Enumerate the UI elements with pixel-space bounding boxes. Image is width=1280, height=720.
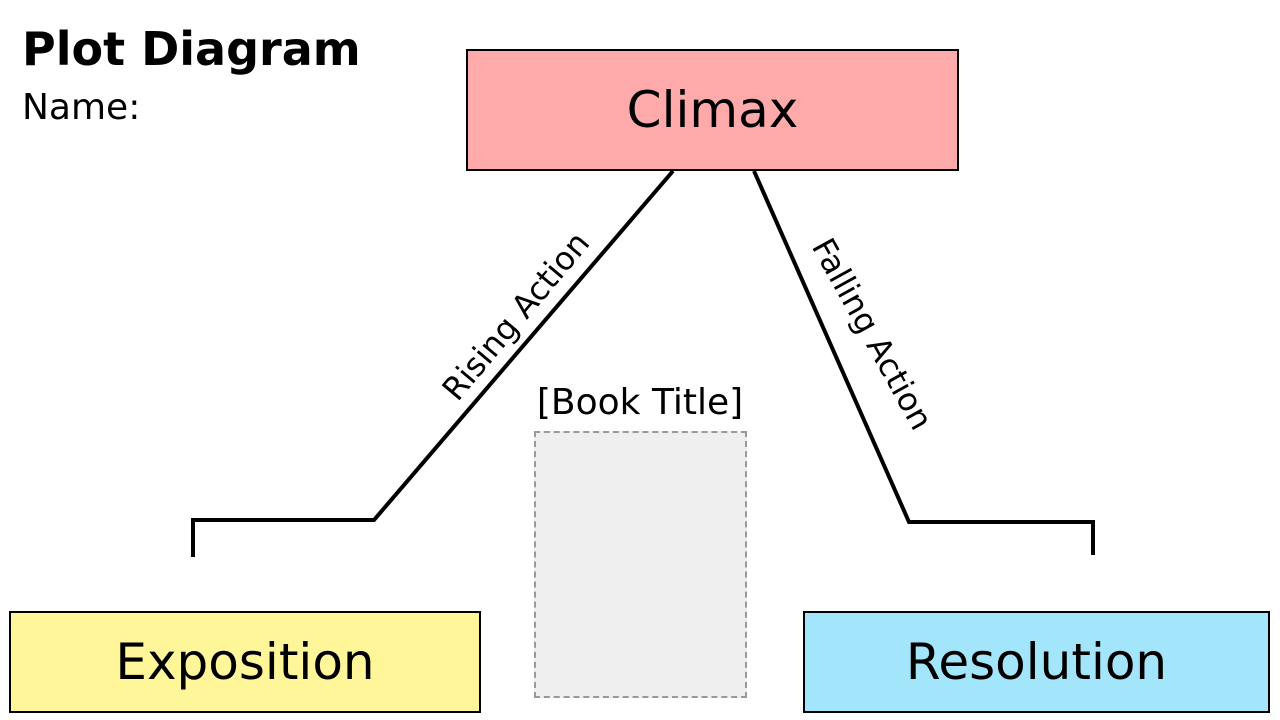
name-label: Name: — [22, 87, 141, 128]
book-cover-placeholder[interactable] — [534, 431, 747, 698]
resolution-label: Resolution — [905, 633, 1168, 691]
resolution-box[interactable]: Resolution — [803, 611, 1270, 713]
exposition-label: Exposition — [115, 633, 375, 691]
exposition-box[interactable]: Exposition — [9, 611, 481, 713]
climax-label: Climax — [626, 81, 799, 139]
book-title-placeholder[interactable]: [Book Title] — [536, 382, 744, 423]
falling-action-line — [752, 170, 1095, 555]
climax-box[interactable]: Climax — [466, 49, 959, 171]
rising-action-line — [191, 169, 675, 557]
page-title: Plot Diagram — [22, 22, 361, 76]
